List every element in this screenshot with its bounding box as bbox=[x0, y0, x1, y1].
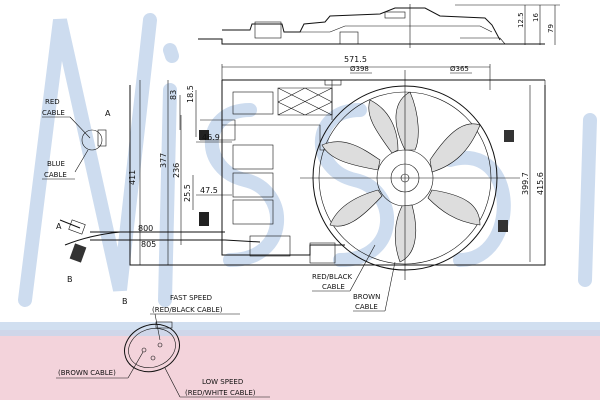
dim-18-5: 18.5 bbox=[186, 85, 195, 103]
dim-47-5: 47.5 bbox=[200, 186, 218, 195]
dim-dia-365: Ø365 bbox=[450, 65, 469, 73]
fast-speed-label: FAST SPEED bbox=[170, 294, 212, 302]
cable-length-805: 805 bbox=[141, 240, 156, 249]
brown-cable-label: BROWN bbox=[353, 293, 380, 301]
dim-16: 16 bbox=[532, 13, 540, 22]
watermark bbox=[0, 13, 600, 400]
low-speed-cable-label: (RED/WHITE CABLE) bbox=[185, 389, 256, 397]
front-view: 571.5 Ø398 Ø365 bbox=[59, 55, 546, 280]
marker-a: A bbox=[105, 109, 111, 118]
red-black-cable-label: RED/BLACK bbox=[312, 273, 352, 281]
dim-79: 79 bbox=[547, 24, 555, 33]
dim-377: 377 bbox=[159, 153, 168, 168]
dim-571-5: 571.5 bbox=[344, 55, 367, 64]
red-black-cable-label-2: CABLE bbox=[322, 283, 345, 291]
brown-cable-pin-label: (BROWN CABLE) bbox=[58, 369, 116, 377]
red-cable-label: RED bbox=[45, 98, 60, 106]
dim-46-9: 46.9 bbox=[202, 133, 220, 142]
dim-415-6: 415.6 bbox=[536, 172, 545, 195]
dim-12-5: 12.5 bbox=[517, 12, 525, 28]
detail-b: B FAST SPEED (RED/BLACK CABLE) (BROWN CA… bbox=[56, 294, 270, 398]
detail-b-marker: B bbox=[122, 297, 128, 306]
plug-a-label: A bbox=[56, 222, 62, 231]
brown-cable-label-2: CABLE bbox=[355, 303, 378, 311]
dim-236: 236 bbox=[172, 163, 181, 178]
blue-cable-label: BLUE bbox=[47, 160, 65, 168]
dim-83: 83 bbox=[169, 90, 178, 100]
top-view: 12.5 16 79 bbox=[198, 4, 560, 48]
connector-a-detail: RED CABLE A BLUE CABLE bbox=[42, 98, 111, 180]
cable-length-800: 800 bbox=[138, 224, 153, 233]
blue-cable-label-2: CABLE bbox=[44, 171, 67, 179]
dim-dia-398: Ø398 bbox=[350, 65, 369, 73]
plug-b-label: B bbox=[67, 275, 73, 284]
dim-25-5: 25.5 bbox=[183, 184, 192, 202]
red-cable-label-2: CABLE bbox=[42, 109, 65, 117]
low-speed-label: LOW SPEED bbox=[202, 378, 243, 386]
dim-399-7: 399.7 bbox=[521, 172, 530, 195]
dim-411: 411 bbox=[128, 170, 137, 185]
fast-speed-cable-label: (RED/BLACK CABLE) bbox=[152, 306, 223, 314]
